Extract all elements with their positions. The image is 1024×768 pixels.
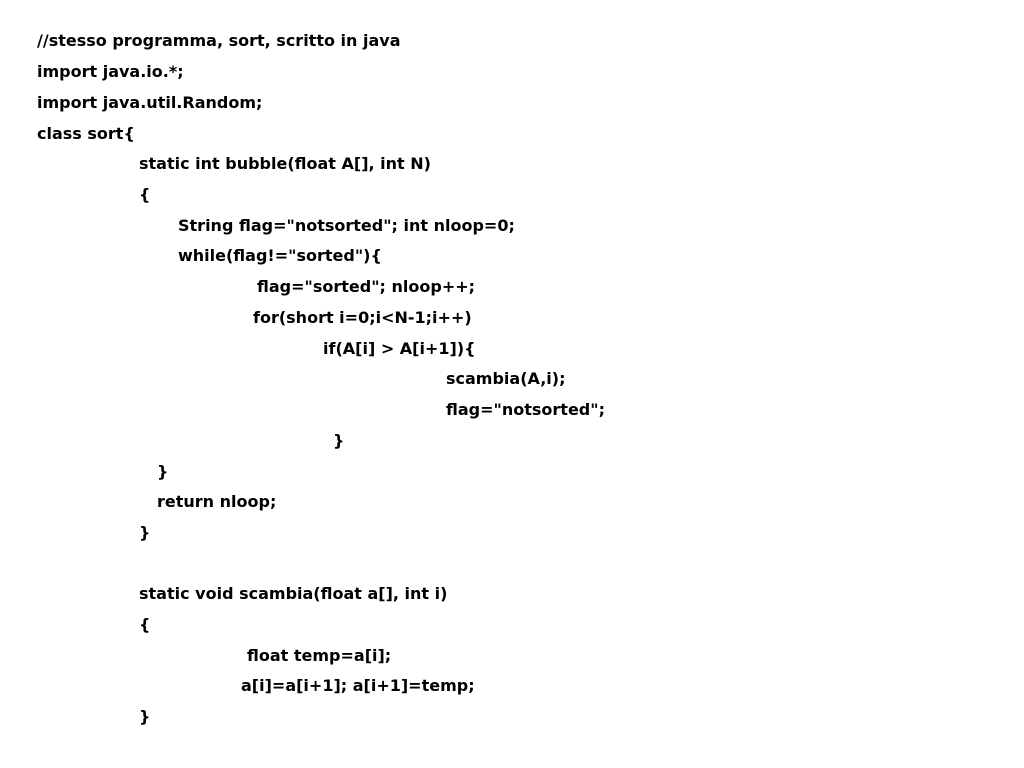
code-line-flag-notsorted: flag="notsorted"; — [446, 400, 605, 419]
code-line-scambia-close-brace: } — [139, 707, 151, 726]
code-line-while-loop: while(flag!="sorted"){ — [178, 246, 382, 265]
code-line-if-compare: if(A[i] > A[i+1]){ — [323, 339, 476, 358]
code-line-swap-statements: a[i]=a[i+1]; a[i+1]=temp; — [241, 676, 475, 695]
code-line-class-declaration: class sort{ — [37, 124, 135, 143]
code-line-scambia-signature: static void scambia(float a[], int i) — [139, 584, 448, 603]
code-line-flag-reset: flag="sorted"; nloop++; — [257, 277, 476, 296]
code-line-temp-assignment: float temp=a[i]; — [247, 646, 392, 665]
code-line-bubble-open-brace: { — [139, 185, 151, 204]
code-line-if-close-brace: } — [333, 431, 345, 450]
code-line-bubble-signature: static int bubble(float A[], int N) — [139, 154, 431, 173]
code-line-variable-declarations: String flag="notsorted"; int nloop=0; — [178, 216, 515, 235]
code-line-bubble-close-brace: } — [139, 523, 151, 542]
code-line-import-random: import java.util.Random; — [37, 93, 263, 112]
code-line-scambia-open-brace: { — [139, 615, 151, 634]
code-line-for-loop: for(short i=0;i<N-1;i++) — [253, 308, 472, 327]
code-line-while-close-brace: } — [157, 462, 169, 481]
code-line-return: return nloop; — [157, 492, 277, 511]
code-line-import-io: import java.io.*; — [37, 62, 184, 81]
code-line-scambia-call: scambia(A,i); — [446, 369, 566, 388]
code-line-comment: //stesso programma, sort, scritto in jav… — [37, 31, 401, 50]
